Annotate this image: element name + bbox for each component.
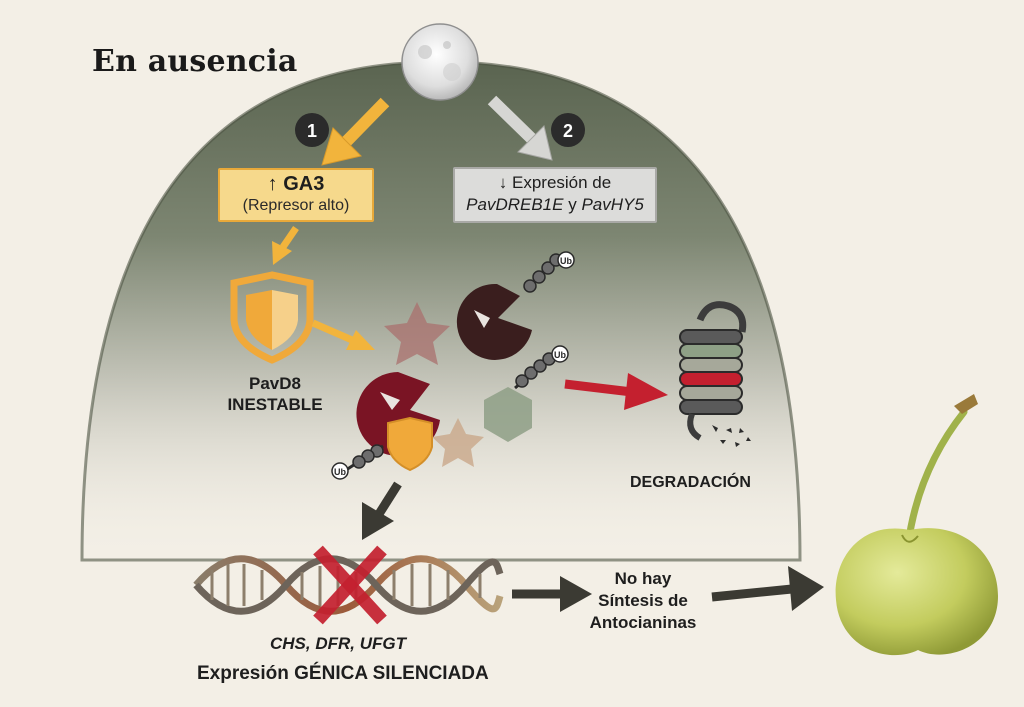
svg-text:Ub: Ub <box>554 350 566 360</box>
proteasome-icon <box>679 301 751 447</box>
hexagon-icon: Ub <box>484 345 569 442</box>
pacman-receptor-icon: Ub <box>456 251 575 360</box>
outcome-line2: Síntesis de <box>598 591 688 610</box>
moon-icon <box>401 23 479 101</box>
gene-conjunction: y <box>568 195 577 214</box>
arrow-dna-to-outcome <box>512 576 592 612</box>
ga3-box: ↑ GA3 (Represor alto) <box>218 168 374 222</box>
pavd8-label: PavD8 INESTABLE <box>205 373 345 415</box>
arrow-ga3-to-shield <box>272 226 299 265</box>
outcome-label: No hay Síntesis de Antocianinas <box>578 568 708 634</box>
outcome-line1: No hay <box>614 569 672 588</box>
arrow-to-degradation <box>564 373 668 410</box>
cross-icon <box>313 545 387 625</box>
step-badge-1: 1 <box>295 113 329 147</box>
pavd8-name: PavD8 <box>249 374 301 393</box>
svg-text:Ub: Ub <box>560 256 572 266</box>
genes-label: CHS, DFR, UFGT <box>270 634 406 653</box>
ga3-label: ↑ GA3 <box>267 173 325 195</box>
svg-text:Ub: Ub <box>334 467 346 477</box>
arrow-to-dna <box>362 481 402 540</box>
svg-text:2: 2 <box>563 121 573 141</box>
pavd8-state: INESTABLE <box>227 395 323 414</box>
expression-genes: PavDREB1E y PavHY5 <box>455 195 655 215</box>
expression-label: ↓ Expresión de <box>498 173 612 192</box>
gene-hy5: PavHY5 <box>581 195 644 214</box>
arrow-shield-to-complex <box>311 319 375 350</box>
arrow-step2 <box>487 95 553 161</box>
cherry-icon <box>835 394 998 656</box>
gene-dreb1e: PavDREB1E <box>466 195 564 214</box>
silenced-label: Expresión GÉNICA SILENCIADA <box>197 663 489 684</box>
ga3-sublabel: (Represor alto) <box>242 197 350 214</box>
star-icon <box>432 418 484 467</box>
outcome-line3: Antocianinas <box>589 613 697 632</box>
star-icon <box>384 302 450 365</box>
degradation-label: DEGRADACIÓN <box>630 474 751 491</box>
page-title: En ausencia <box>92 44 298 79</box>
pacman-receptor-icon: Ub <box>331 372 484 480</box>
expression-box: ↓ Expresión de PavDREB1E y PavHY5 <box>453 167 657 223</box>
shield-icon <box>230 271 314 364</box>
arrow-step1 <box>321 97 390 166</box>
arrow-outcome-to-cherry <box>711 566 824 611</box>
svg-text:1: 1 <box>307 121 317 141</box>
step-badge-2: 2 <box>551 113 585 147</box>
